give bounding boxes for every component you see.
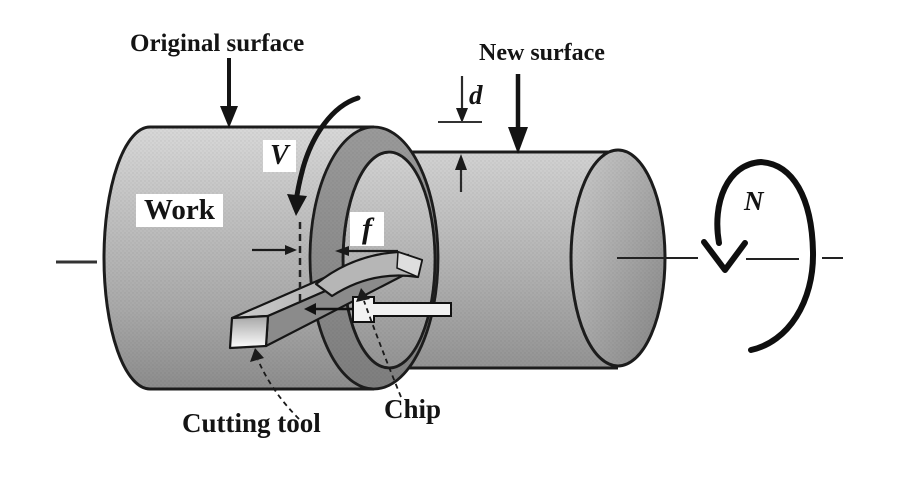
chip-end-face [396,250,423,279]
feed-arrow-outline [352,296,452,323]
new-surface-arrow [508,74,528,154]
new-surface-label: New surface [479,40,605,66]
chip-label: Chip [384,394,442,424]
original-surface-label: Original surface [130,30,305,57]
feed-label: f [350,212,384,246]
new-surface-arrow-head [508,127,528,154]
chip-pointer-line [363,300,402,398]
v-arrow-curve [293,95,361,205]
rotation-arrow [701,158,817,353]
cutting-tool-pointer [250,348,300,420]
feed-dimension [252,222,398,303]
feed-arrow-tip-head [304,303,316,315]
chip-pointer-head [356,288,370,302]
shoulder-ring-texture [310,127,438,389]
feed-direction-arrow [304,296,452,323]
cutting-tool-pointer-line [257,359,300,420]
d-down-arrow-head [456,108,468,123]
depth-of-cut-label: d [469,80,483,110]
chip-shape [314,250,424,298]
f-arrow-right-head [285,245,297,255]
v-arrow-head [287,194,307,216]
centerline-right [617,257,843,260]
depth-of-cut-dimension [438,76,482,192]
cutting-tool-pointer-head [250,348,264,362]
rotation-speed-label: N [744,186,764,216]
f-arrow-left-head [335,246,349,256]
n-arrow-loop [714,158,817,353]
cutting-speed-label: V [263,140,296,172]
work-label: Work [136,194,223,227]
cutting-tool-label: Cutting tool [182,408,321,438]
work-cylinder-outline [102,125,374,391]
cutting-speed-arrow [287,95,361,216]
d-up-arrow-head [455,154,467,170]
n-arrow-head [701,239,748,273]
chip-pointer [356,288,402,398]
original-surface-arrow-head [220,106,238,128]
cutting-tool-front-face [228,314,270,350]
original-surface-arrow [220,58,238,128]
